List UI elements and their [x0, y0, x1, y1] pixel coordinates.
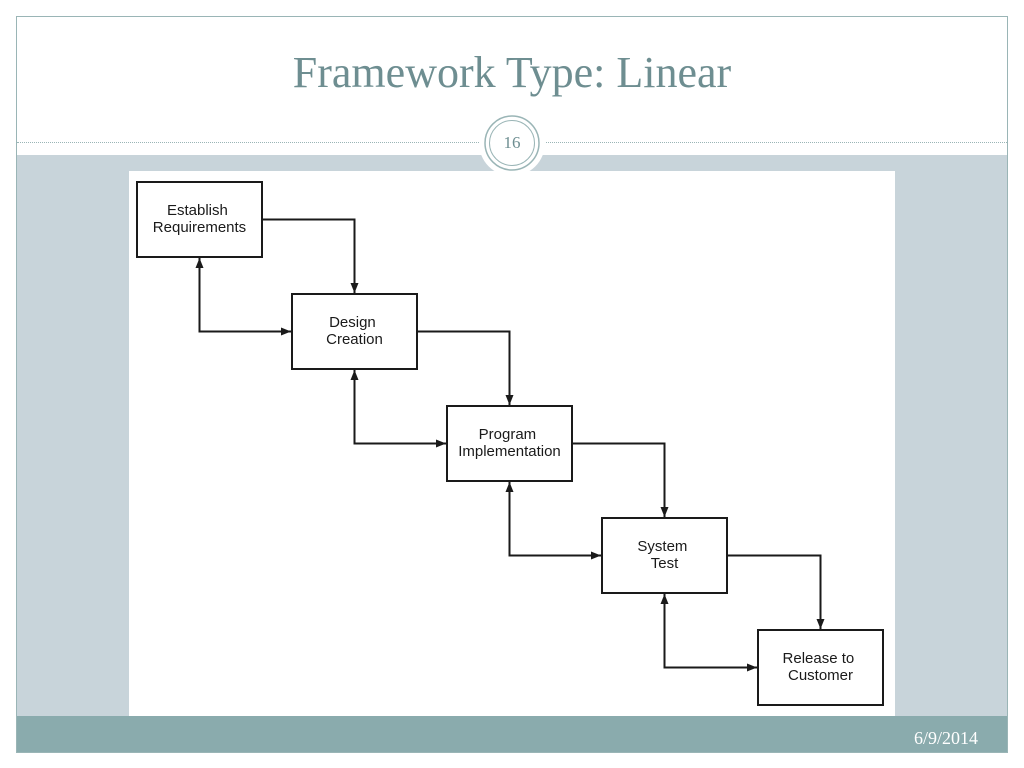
badge-outer-ring: [484, 115, 540, 171]
waterfall-diagram: Establish Requirements Design Creation P…: [136, 181, 884, 706]
step-box: [601, 517, 728, 594]
flow-arrow-implementation-to-test: [573, 442, 669, 517]
step-design-creation: Design Creation: [291, 293, 418, 370]
step-box: [757, 629, 884, 706]
step-establish-requirements: Establish Requirements: [136, 181, 263, 258]
step-system-test: System Test: [601, 517, 728, 594]
step-label-line: Design: [329, 314, 376, 331]
slide-number: 16: [503, 133, 521, 152]
step-release-to-customer: Release to Customer: [757, 629, 884, 706]
slide-title: Framework Type: Linear: [292, 48, 732, 97]
step-label-line: Requirements: [153, 219, 246, 236]
step-box: [446, 405, 573, 482]
feedback-arrow-test-release: [660, 594, 757, 672]
step-label-line: Program: [479, 426, 537, 443]
step-box: [291, 293, 418, 370]
flow-arrow-test-to-release: [728, 554, 825, 629]
slide-frame: [16, 16, 1008, 753]
feedback-arrow-design-implementation: [350, 370, 446, 448]
feedback-arrow-implementation-test: [505, 482, 601, 560]
step-label-line: Test: [651, 555, 679, 572]
step-label: System Test: [637, 538, 691, 572]
step-box: [136, 181, 263, 258]
feedback-arrow-requirements-design: [195, 258, 291, 336]
step-label: Design Creation: [326, 314, 383, 348]
step-label: Program Implementation: [458, 426, 561, 460]
diagram-panel: Establish Requirements Design Creation P…: [129, 171, 895, 716]
step-label-line: Creation: [326, 331, 383, 348]
step-label-line: Release to: [783, 650, 855, 667]
flow-arrow-design-to-implementation: [418, 330, 514, 405]
step-label-line: Customer: [788, 667, 853, 684]
footer-bar: [17, 716, 1007, 752]
slide-number-badge: [484, 115, 540, 171]
slide-date: 6/9/2014: [913, 728, 978, 748]
step-label-line: Implementation: [458, 443, 561, 460]
step-label: Release to Customer: [783, 650, 859, 684]
step-label-line: Establish: [167, 202, 228, 219]
step-label-line: System: [637, 538, 687, 555]
flow-arrow-requirements-to-design: [263, 218, 359, 293]
step-label: Establish Requirements: [153, 202, 246, 236]
badge-inner-ring: [489, 120, 535, 166]
step-program-implementation: Program Implementation: [446, 405, 573, 482]
